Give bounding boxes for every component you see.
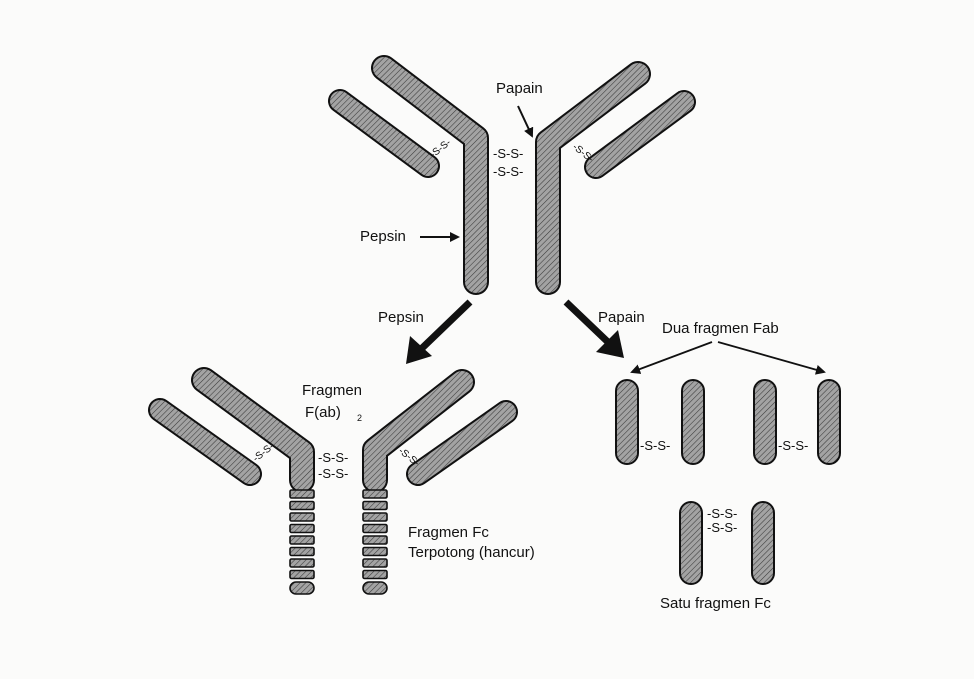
- fc-disulfide-bond-1: -S-S-: [707, 506, 737, 521]
- fc-segment-right: [362, 546, 388, 557]
- disulfide-bond-hinge-2: -S-S-: [493, 164, 523, 179]
- fc-segment-right: [362, 535, 388, 545]
- fc-segment-left: [289, 558, 315, 568]
- fc-segment-left: [289, 546, 315, 557]
- fc-segment-right: [362, 489, 388, 499]
- fc-segment-right: [362, 569, 388, 580]
- fc-fragments-destroyed: [289, 489, 388, 595]
- fab2-disulfide-hinge-2: -S-S-: [318, 466, 348, 481]
- fc-segment-right: [362, 500, 388, 511]
- pepsin-arrow-head: [406, 336, 432, 364]
- fc-disulfide-bond-2: -S-S-: [707, 520, 737, 535]
- fab-pointer-left: [630, 341, 713, 374]
- pepsin-digestion-arrow: [415, 299, 473, 355]
- intact-antibody: -S-S- -S-S- -S-S- -S-S-: [328, 55, 696, 295]
- fc-segment-left: [289, 581, 315, 595]
- fc-fragment: -S-S- -S-S-: [679, 501, 775, 585]
- fc-destroyed-label-line1: Fragmen Fc: [408, 524, 489, 541]
- fc-segment-right: [362, 512, 388, 522]
- papain-cleavage-label: Papain: [496, 80, 543, 97]
- fc-segment-right: [362, 581, 388, 595]
- papain-cleavage-arrow: [517, 105, 534, 138]
- papain-digestion-label: Papain: [598, 309, 645, 326]
- papain-arrow-head: [596, 330, 624, 358]
- pepsin-digestion-label: Pepsin: [378, 309, 424, 326]
- fc-segment-left: [289, 523, 315, 534]
- disulfide-bond-hinge-1: -S-S-: [493, 146, 523, 161]
- fab2-label-subscript: 2: [357, 413, 362, 423]
- fab-fragment-1: -S-S-: [615, 379, 705, 465]
- fc-destroyed-label-line2: Terpotong (hancur): [408, 544, 535, 561]
- fc-segment-left: [289, 512, 315, 522]
- fc-segment-left: [289, 535, 315, 545]
- fab2-label-line2: F(ab): [305, 404, 341, 421]
- pepsin-cleavage-label: Pepsin: [360, 228, 406, 245]
- fc-segment-left: [289, 569, 315, 580]
- fab-pointer-right: [717, 341, 826, 375]
- fc-segment-left: [289, 489, 315, 499]
- papain-path: Papain: [563, 299, 645, 358]
- fc-segment-left: [289, 500, 315, 511]
- fab1-disulfide-bond: -S-S-: [640, 438, 670, 453]
- fc-segment-right: [362, 558, 388, 568]
- fc-segment-right: [362, 523, 388, 534]
- papain-digestion-arrow: [563, 299, 613, 347]
- disulfide-bond-left-light: -S-S-: [428, 137, 453, 160]
- fab2-label-line1: Fragmen: [302, 382, 362, 399]
- one-fc-fragment-label: Satu fragmen Fc: [660, 595, 771, 612]
- fab-fragment-2: -S-S-: [753, 379, 841, 465]
- fab2-fragment: -S-S- -S-S- -S-S- -S-S-: [148, 367, 518, 595]
- pepsin-path: Pepsin: [378, 299, 473, 364]
- two-fab-fragments-label: Dua fragmen Fab: [662, 320, 779, 337]
- fab2-disulfide-hinge-1: -S-S-: [318, 450, 348, 465]
- fab2-single-disulfide-bond: -S-S-: [778, 438, 808, 453]
